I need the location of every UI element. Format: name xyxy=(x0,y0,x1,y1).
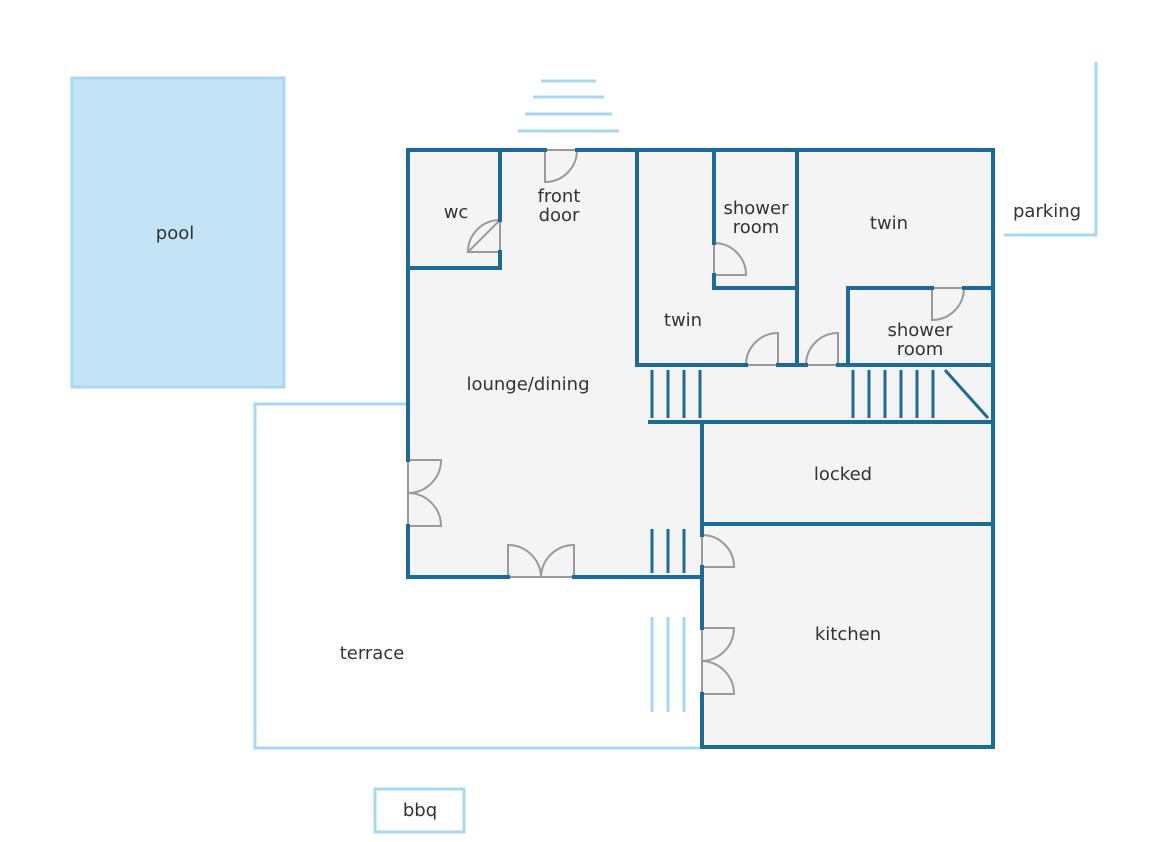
parking-label: parking xyxy=(1013,201,1081,222)
shower-a-door-swing xyxy=(713,241,748,276)
wc-door-swing xyxy=(465,217,501,253)
bbq-label: bbq xyxy=(403,800,437,821)
terrace-steps xyxy=(650,617,686,712)
twin-b-label: twin xyxy=(870,213,908,234)
hall-stairs-right xyxy=(851,368,990,420)
locked-label: locked xyxy=(814,464,872,485)
shower-room-a-label-line2: room xyxy=(733,217,780,238)
walls xyxy=(406,148,995,749)
parking-outline xyxy=(1004,62,1098,237)
terrace-label: terrace xyxy=(340,643,405,664)
kitchen-label: kitchen xyxy=(815,624,881,645)
hall-stairs-left xyxy=(650,370,702,418)
wc-label: wc xyxy=(444,202,469,223)
shower-b-door-swing xyxy=(931,287,966,322)
pool-label: pool xyxy=(156,223,194,244)
front-door-label-line1: front xyxy=(538,186,581,207)
kitchen-west-door-bottom xyxy=(701,659,736,695)
front-door-label-line2: door xyxy=(539,205,580,226)
lounge-dining-label: lounge/dining xyxy=(466,374,589,395)
kitchen-stairs xyxy=(650,529,686,573)
shower-room-b-label-line2: room xyxy=(897,339,944,360)
twin-a-label: twin xyxy=(664,310,702,331)
doors xyxy=(407,149,966,695)
lounge-west-door-bottom xyxy=(407,491,443,527)
pool-area xyxy=(70,76,286,389)
shower-room-b-label-line1: shower xyxy=(888,320,954,341)
entrance-steps xyxy=(518,79,619,133)
front-door-swing xyxy=(544,149,579,184)
terrace-outline xyxy=(253,402,702,750)
bbq-box xyxy=(373,787,466,834)
shower-room-a-label-line1: shower xyxy=(724,198,790,219)
lounge-south-door-right xyxy=(539,543,575,578)
kitchen-north-door xyxy=(701,533,736,568)
